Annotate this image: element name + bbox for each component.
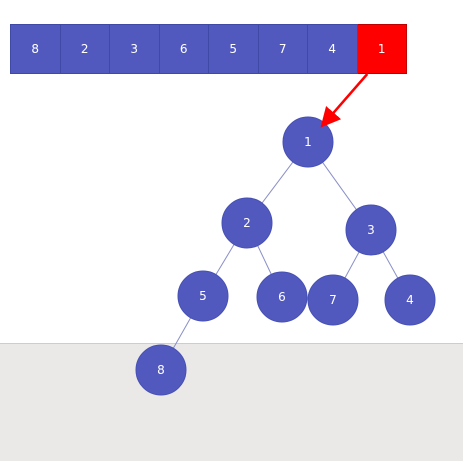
- pointer-arrow: [320, 73, 369, 128]
- tree-node-circle: [282, 116, 334, 168]
- tree-node: 2: [221, 197, 273, 249]
- tree-node-circle: [256, 271, 308, 323]
- tree-node: 1: [282, 116, 334, 168]
- tree-node: 4: [384, 274, 436, 326]
- tree-edge: [322, 162, 357, 210]
- tree-edge: [172, 317, 192, 349]
- pointer-arrow-group: [320, 73, 369, 128]
- tree-node: 5: [177, 270, 229, 322]
- tree-node-label: 6: [278, 290, 286, 304]
- tree-node-circle: [135, 344, 187, 396]
- tree-edge: [382, 251, 399, 279]
- tree-node-label: 5: [199, 289, 207, 303]
- array-cell: 3: [110, 24, 160, 74]
- tree-node-label: 7: [329, 293, 337, 307]
- tree-edge: [344, 251, 360, 279]
- tree-node: 6: [256, 271, 308, 323]
- tree-node-circle: [384, 274, 436, 326]
- array-cell: 6: [159, 24, 209, 74]
- tree-node: 7: [307, 274, 359, 326]
- array-cell-highlighted: 1: [357, 24, 407, 74]
- tree-node-label: 4: [406, 293, 414, 307]
- tree-node: 3: [345, 204, 397, 256]
- tree-node-circle: [177, 270, 229, 322]
- tree-node-label: 8: [157, 363, 165, 377]
- tree-node-circle: [307, 274, 359, 326]
- tree-node: 8: [135, 344, 187, 396]
- tree-edges: [172, 161, 399, 349]
- tree-node-label: 1: [304, 135, 312, 149]
- array-cell: 5: [209, 24, 259, 74]
- tree-node-circle: [221, 197, 273, 249]
- tree-edge: [215, 244, 235, 275]
- tree-nodes: 1 2 3 5 6 7 4 8: [135, 116, 436, 396]
- array-cell: 7: [258, 24, 308, 74]
- bottom-panel: [0, 343, 463, 461]
- array-cell: 2: [60, 24, 110, 74]
- array-cell: 4: [308, 24, 358, 74]
- tree-node-label: 2: [243, 216, 251, 230]
- tree-edge: [257, 245, 272, 275]
- array-cell: 8: [10, 24, 61, 74]
- array-row: 8 2 3 6 5 7 4 1: [10, 24, 407, 74]
- tree-node-circle: [345, 204, 397, 256]
- tree-edge: [261, 161, 294, 204]
- tree-node-label: 3: [367, 223, 375, 237]
